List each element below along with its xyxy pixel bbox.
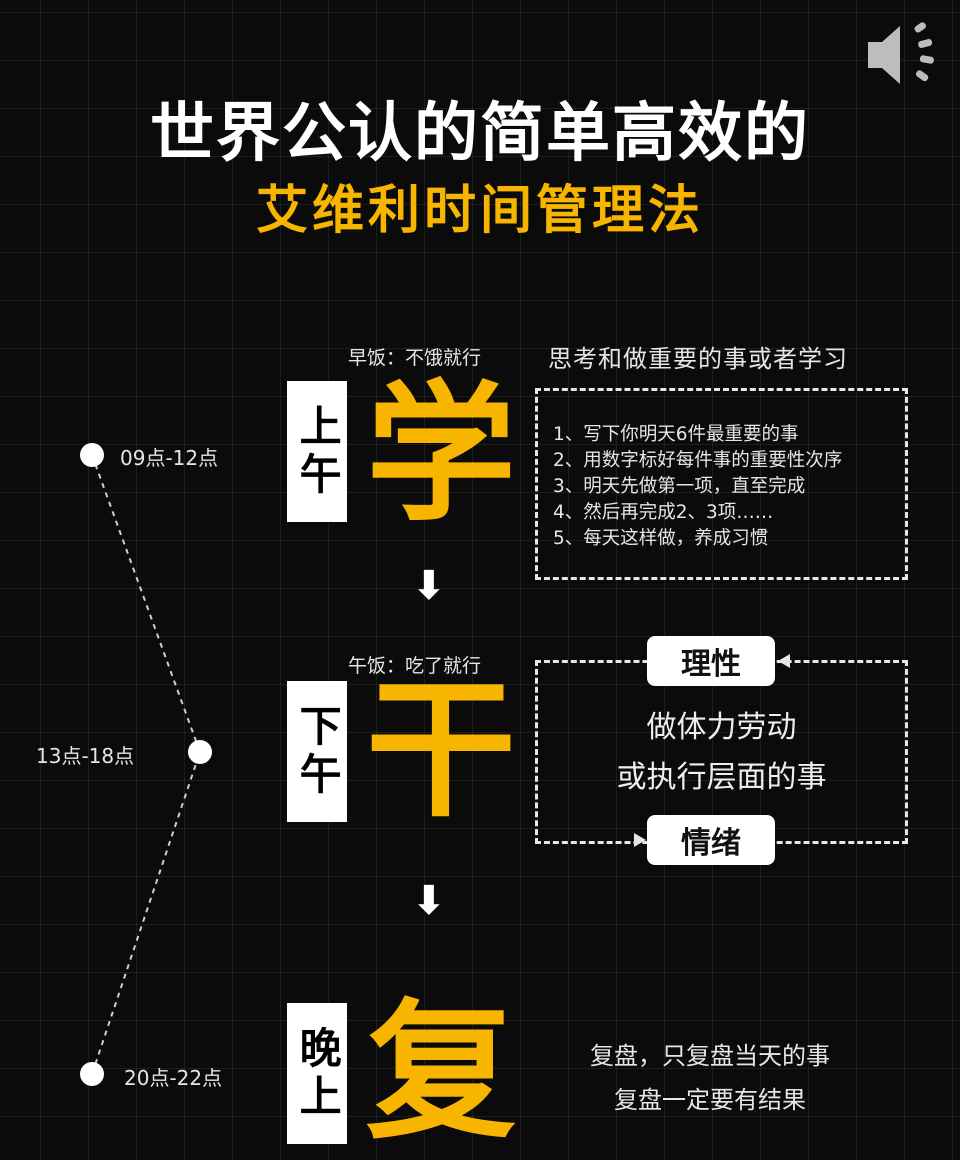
steps-box: 1、写下你明天6件最重要的事 2、用数字标好每件事的重要性次序 3、明天先做第一… [535, 388, 908, 580]
pill-emotion: 情绪 [647, 815, 775, 865]
arrow-down-icon: ⬇ [412, 878, 446, 924]
timeline-dot [80, 1062, 104, 1086]
page-title: 世界公认的简单高效的 [150, 97, 810, 171]
step-item: 5、每天这样做，养成习惯 [553, 528, 769, 549]
speaker-volume-icon[interactable] [862, 18, 946, 92]
period-box-afternoon: 下午 [287, 681, 347, 822]
arrow-right-icon [634, 833, 646, 847]
time-label-afternoon: 13点-18点 [36, 744, 135, 768]
page-subtitle: 艾维利时间管理法 [255, 181, 704, 241]
afternoon-meal-note: 午饭：吃了就行 [348, 655, 482, 677]
review-line-1: 复盘，只复盘当天的事 [590, 1042, 830, 1070]
morning-topic: 思考和做重要的事或者学习 [548, 345, 848, 373]
step-item: 1、写下你明天6件最重要的事 [553, 424, 799, 445]
review-line-2: 复盘一定要有结果 [614, 1086, 806, 1114]
step-item: 2、用数字标好每件事的重要性次序 [553, 450, 843, 471]
arrow-left-icon [778, 654, 790, 668]
keyword-learn: 学 [366, 368, 517, 542]
time-label-morning: 09点-12点 [120, 446, 219, 470]
execution-line-2: 或执行层面的事 [616, 760, 827, 795]
keyword-do: 干 [366, 664, 517, 838]
period-box-morning: 上午 [287, 381, 347, 522]
timeline-dot [80, 443, 104, 467]
pill-rational: 理性 [647, 636, 775, 686]
period-box-evening: 晚上 [287, 1003, 347, 1144]
step-item: 4、然后再完成2、3项…… [553, 502, 774, 523]
arrow-down-icon: ⬇ [412, 563, 446, 609]
keyword-review: 复 [366, 986, 517, 1160]
timeline-dot [188, 740, 212, 764]
step-item: 3、明天先做第一项，直至完成 [553, 476, 806, 497]
time-label-evening: 20点-22点 [124, 1066, 223, 1090]
execution-line-1: 做体力劳动 [646, 710, 797, 745]
morning-meal-note: 早饭：不饿就行 [348, 347, 482, 369]
